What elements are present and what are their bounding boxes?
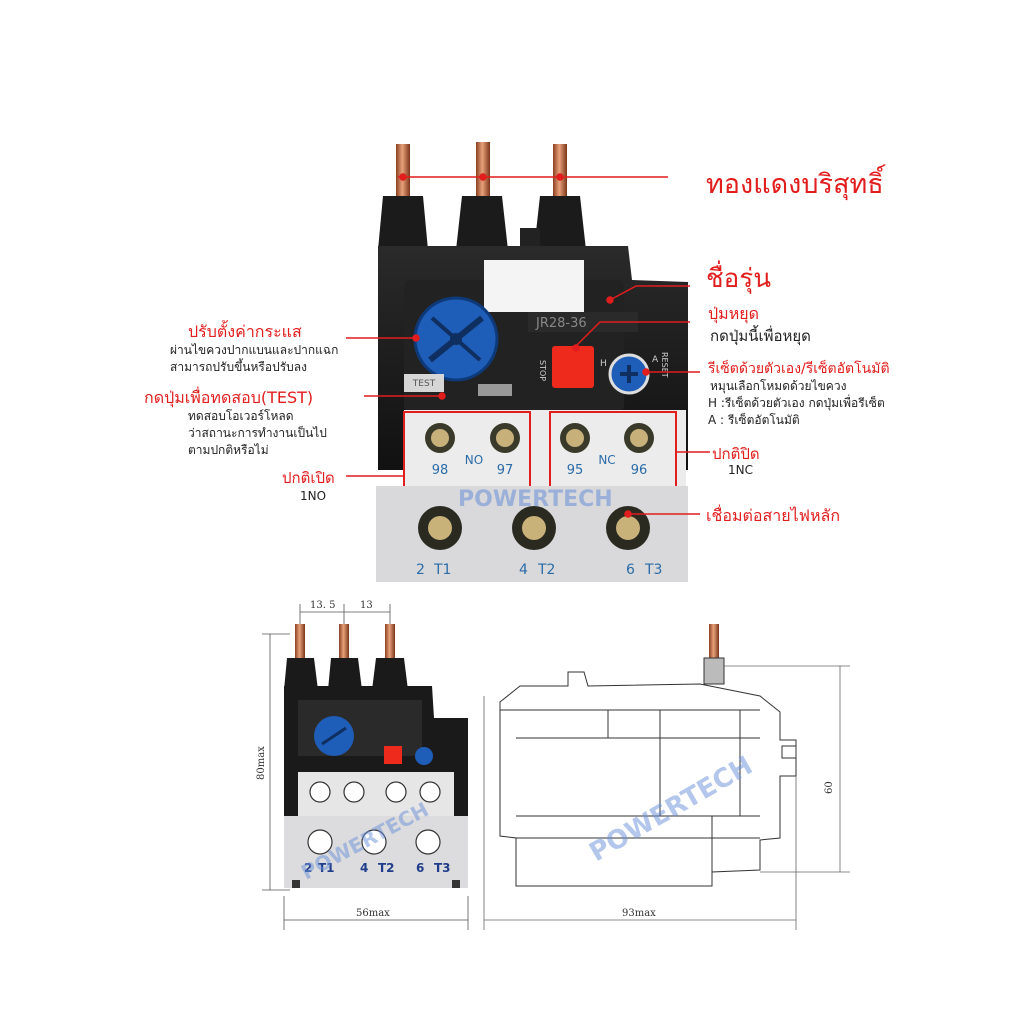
callout-main: เชื่อมต่อสายไฟหลัก: [706, 506, 841, 525]
model-plate-text: JR28-36: [535, 316, 587, 331]
relay-photo: JR28-36 TEST STOP H A RESET 98 NO 97 95 …: [346, 142, 710, 582]
dim-width: 56max: [356, 908, 390, 919]
dim-side-height: 60: [824, 781, 835, 794]
reset-dial[interactable]: [608, 353, 650, 395]
callout-test-desc: ทดสอบโอเวอร์โหลด ว่าสถานะการทำงานเป็นไป …: [188, 409, 327, 457]
drawing-watermark-side: POWERTECH: [585, 751, 758, 868]
callout-model: ชื่อรุ่น: [706, 264, 771, 294]
side-view: [483, 624, 850, 930]
callout-stop: ปุ่มหยุด: [708, 304, 760, 323]
svg-text:2: 2: [416, 562, 425, 578]
svg-text:T3: T3: [434, 861, 451, 875]
dim-height: 80max: [256, 746, 267, 780]
dimension-drawing: 13. 5 13 80max 56max 2 T1 4 T2 6 T3: [256, 600, 850, 930]
no-left-num: 98: [432, 463, 449, 478]
callout-nc-desc: 1NC: [728, 463, 753, 477]
callout-no: ปกติเปิด: [282, 469, 335, 487]
svg-text:T2: T2: [537, 562, 555, 578]
callout-reset-desc: หมุนเลือกโหมดด้วยไขควง H :รีเซ็ตด้วยตัวเ…: [708, 379, 885, 427]
nc-mid: NC: [598, 453, 615, 467]
drawing-terminal-labels: 2 T1 4 T2 6 T3: [304, 861, 451, 875]
reset-label: RESET: [660, 352, 669, 378]
svg-text:T2: T2: [378, 861, 395, 875]
svg-text:4: 4: [519, 562, 528, 578]
photo-watermark: POWERTECH: [458, 487, 613, 512]
nc-contacts: 95 NC 96: [560, 423, 654, 478]
stop-label: STOP: [538, 360, 547, 381]
nc-left-num: 95: [567, 463, 584, 478]
test-label: TEST: [412, 379, 436, 389]
no-mid: NO: [465, 453, 483, 467]
stop-button[interactable]: [552, 346, 594, 388]
pin-housings: [378, 196, 586, 250]
svg-text:T3: T3: [644, 562, 662, 578]
svg-text:2: 2: [304, 861, 312, 875]
callout-current: ปรับตั้งค่ากระแส: [188, 322, 302, 341]
callout-reset: รีเซ็ตด้วยตัวเอง/รีเซ็ตอัตโนมัติ: [708, 361, 890, 377]
svg-text:6: 6: [416, 861, 424, 875]
callout-test: กดปุ่มเพื่อทดสอบ(TEST): [144, 388, 314, 407]
terminal-labels: 2 T1 4 T2 6 T3: [416, 562, 662, 578]
main-terminals: [418, 506, 650, 550]
white-label: [484, 260, 584, 312]
svg-text:T1: T1: [433, 562, 451, 578]
nc-right-num: 96: [631, 463, 648, 478]
svg-text:T1: T1: [318, 861, 335, 875]
a-label: A: [652, 355, 659, 365]
front-view: 13. 5 13 80max 56max 2 T1 4 T2 6 T3: [256, 600, 469, 930]
h-label: H: [600, 359, 607, 369]
callout-current-desc: ผ่านไขควงปากแบนและปากแฉก สามารถปรับขึ้นห…: [170, 343, 339, 374]
svg-text:4: 4: [360, 861, 368, 875]
no-right-num: 97: [497, 463, 514, 478]
no-contacts: 98 NO 97: [425, 423, 520, 478]
dim-pitch-1: 13. 5: [310, 600, 335, 611]
dim-depth: 93max: [622, 908, 656, 919]
callout-copper: ทองแดงบริสุทธิ์: [706, 169, 884, 200]
callout-nc: ปกติปิด: [712, 445, 760, 463]
callout-lines: [346, 173, 710, 518]
svg-text:6: 6: [626, 562, 635, 578]
callout-no-desc: 1NO: [300, 489, 327, 503]
test-button[interactable]: [404, 374, 444, 392]
callout-stop-desc: กดปุ่มนี้เพื่อหยุด: [710, 327, 811, 345]
dim-pitch-2: 13: [360, 600, 373, 611]
current-dial[interactable]: [413, 296, 499, 382]
